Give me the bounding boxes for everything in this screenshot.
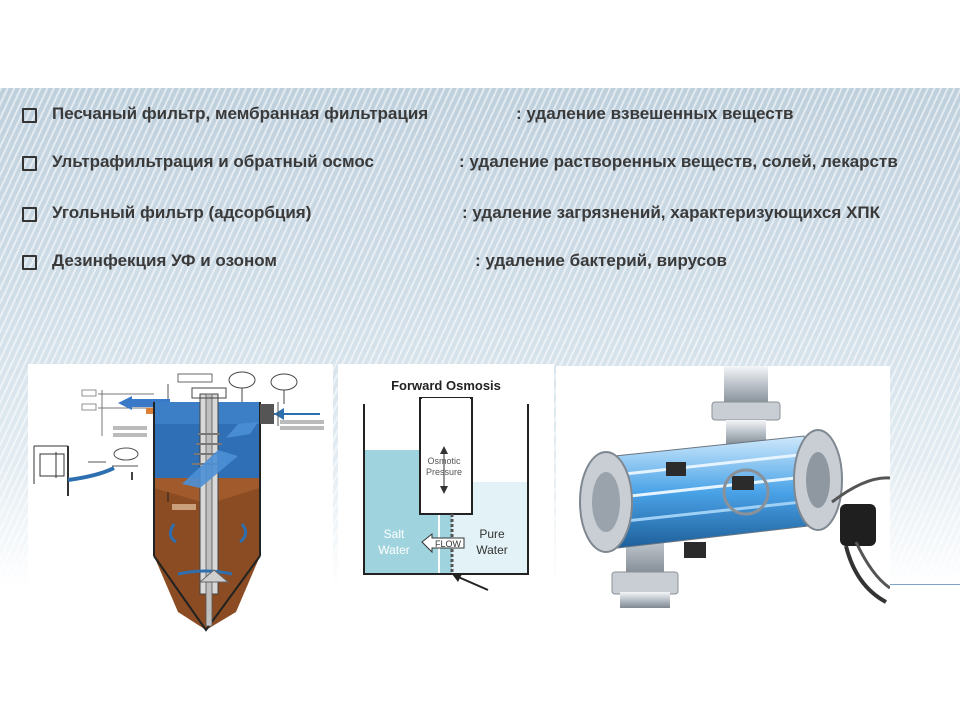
- checkbox-bullet-icon: [22, 255, 37, 270]
- bullet-purpose: : удаление загрязнений, характеризующихс…: [462, 203, 880, 222]
- bullet-method: Ультрафильтрация и обратный осмос: [52, 152, 374, 171]
- checkbox-bullet-icon: [22, 207, 37, 222]
- bullet-purpose: : удаление растворенных веществ, солей, …: [459, 152, 898, 171]
- forward-osmosis-svg: Forward Osmosis Osmotic Pressure Salt Wa…: [338, 364, 554, 610]
- clarifier-diagram: [28, 364, 333, 636]
- pure-water-label-2: Water: [476, 543, 508, 557]
- bullet-method: Угольный фильтр (адсорбция): [52, 203, 312, 222]
- forward-osmosis-diagram: Forward Osmosis Osmotic Pressure Salt Wa…: [338, 364, 554, 610]
- bullet-ultrafiltration: Ультрафильтрация и обратный осмос : удал…: [22, 152, 952, 176]
- bullet-purpose: : удаление бактерий, вирусов: [475, 251, 727, 270]
- divider-line: [890, 584, 960, 585]
- checkbox-bullet-icon: [22, 108, 37, 123]
- uv-disinfection-unit-photo: [556, 366, 891, 611]
- bullet-method: Песчаный фильтр, мембранная фильтрация: [52, 104, 429, 123]
- salt-water-label: Salt: [384, 527, 405, 541]
- salt-water-label-2: Water: [378, 543, 410, 557]
- osmotic-pressure-label: Osmotic: [427, 456, 461, 466]
- osmosis-title: Forward Osmosis: [391, 378, 501, 393]
- bullet-method: Дезинфекция УФ и озоном: [52, 251, 278, 270]
- bullet-carbon-filter: Угольный фильтр (адсорбция) : удаление з…: [22, 203, 952, 227]
- uv-reactor-svg: [556, 366, 891, 611]
- flow-label: FLOW: [435, 539, 462, 549]
- bullet-disinfection: Дезинфекция УФ и озоном : удаление бакте…: [22, 251, 952, 275]
- clarifier-diagram-svg: [33, 371, 324, 632]
- bullet-purpose: : удаление взвешенных веществ: [516, 104, 794, 123]
- checkbox-bullet-icon: [22, 156, 37, 171]
- osmotic-pressure-label-2: Pressure: [426, 467, 462, 477]
- bullet-sand-filter: Песчаный фильтр, мембранная фильтрация :…: [22, 104, 952, 128]
- pure-water-label: Pure: [479, 527, 505, 541]
